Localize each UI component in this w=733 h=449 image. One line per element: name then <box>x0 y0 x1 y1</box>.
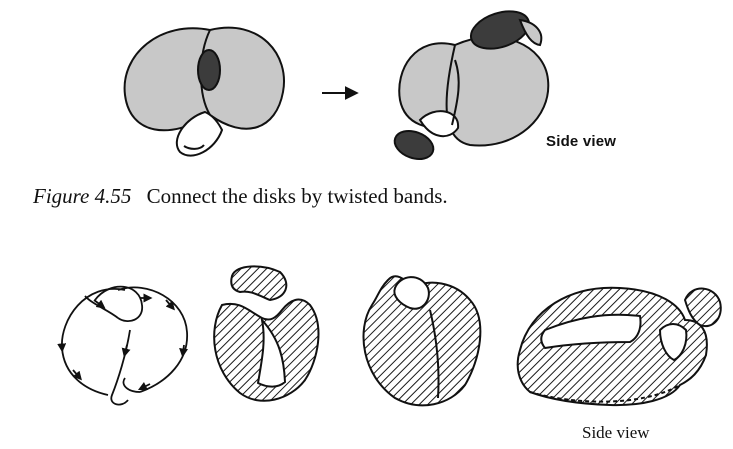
dashed-edge <box>529 384 681 403</box>
right-disks-illustration <box>393 10 550 161</box>
top-figure <box>123 10 550 161</box>
orientation-arrow <box>93 299 106 309</box>
figure-number: Figure 4.55 <box>33 184 132 208</box>
orientation-arrow <box>165 299 175 311</box>
knot-strand <box>122 377 141 393</box>
side-white-band <box>540 313 642 350</box>
top-band-strip <box>518 18 543 47</box>
banded-surface <box>362 275 482 407</box>
knot-strand <box>94 285 143 322</box>
band-twist-line <box>451 59 460 126</box>
bottom-figure <box>57 265 722 407</box>
knot-strand <box>57 288 126 396</box>
left-dark-band <box>393 129 435 161</box>
left-disks-illustration <box>123 26 285 157</box>
caption-text: Connect the disks by twisted bands. <box>146 184 448 208</box>
orientation-arrow <box>72 369 82 381</box>
orientation-arrow <box>121 344 131 358</box>
twisted-bands-stage <box>362 275 482 407</box>
small-top-disk <box>230 265 288 302</box>
side-view-label-bottom: Side view <box>582 423 650 442</box>
figure-caption: Figure 4.55 Connect the disks by twisted… <box>33 184 448 209</box>
twisted-band-loop <box>393 276 430 310</box>
band-edge <box>429 309 440 399</box>
orientation-arrow <box>137 381 151 391</box>
top-dark-band <box>469 10 531 50</box>
side-view-label-top: Side view <box>546 133 617 150</box>
left-white-hole <box>418 110 460 138</box>
hatched-disks-stage <box>213 265 320 402</box>
dark-twisted-band <box>197 49 221 91</box>
lower-band-inner <box>183 144 205 150</box>
knot-strand <box>117 286 188 393</box>
lower-band-loop <box>175 110 224 157</box>
side-view-surface <box>516 286 722 407</box>
side-view-loop <box>683 287 722 328</box>
orientation-arrow <box>179 344 189 358</box>
main-disk <box>445 36 550 147</box>
side-white-band-right <box>658 323 688 362</box>
knot-diagram <box>57 285 189 406</box>
center-white-gap <box>256 316 287 388</box>
knot-strand <box>110 329 131 406</box>
knot-strand <box>84 295 119 319</box>
